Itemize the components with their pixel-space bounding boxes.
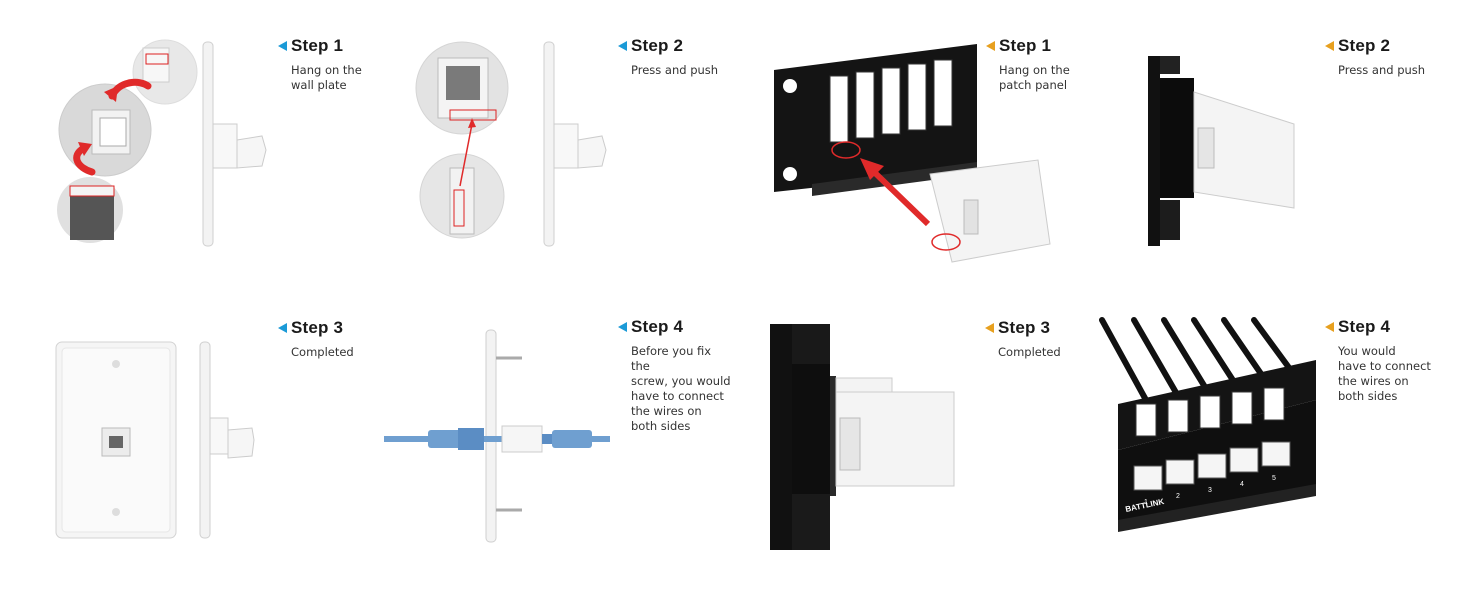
triangle-marker-icon <box>278 323 287 333</box>
step-title: Step 2 <box>1338 36 1391 55</box>
port-number-label: 1 <box>1144 499 1148 506</box>
step-wall-3: Step 3 Completed <box>278 317 391 360</box>
wall-plate-step4-illustration <box>384 329 610 543</box>
step-title: Step 3 <box>291 318 344 337</box>
triangle-marker-icon <box>986 41 995 51</box>
wall-plate-step3-panel: Step 3 Completed <box>0 300 366 600</box>
plug-heads <box>1135 387 1285 437</box>
step-panel-4: Step 4 You would have to connect the wir… <box>1325 316 1438 404</box>
wall-plate-step3-illustration <box>55 341 255 539</box>
triangle-marker-icon <box>618 41 627 51</box>
step-panel-1: Step 1 Hang on the patch panel <box>986 35 1099 93</box>
patch-panel-step3-panel: Step 3 Completed <box>732 300 1098 600</box>
triangle-marker-icon <box>618 322 627 332</box>
step-title: Step 2 <box>631 36 684 55</box>
patch-panel-step2-panel: Step 2 Press and push <box>1098 0 1464 300</box>
patch-panel-step3-illustration <box>770 324 955 550</box>
step-panel-3: Step 3 Completed <box>985 317 1098 360</box>
step-description: Completed <box>998 345 1061 359</box>
triangle-marker-icon <box>278 41 287 51</box>
step-panel-2: Step 2 Press and push <box>1325 35 1438 78</box>
step-description: Completed <box>291 345 354 359</box>
step-title: Step 1 <box>291 36 344 55</box>
step-wall-1: Step 1 Hang on the wall plate <box>278 35 391 93</box>
step-description: You would have to connect the wires on b… <box>1338 344 1431 403</box>
wall-plate-step2-illustration <box>415 41 607 247</box>
port-number-label: 2 <box>1176 493 1180 500</box>
port-number-label: 3 <box>1208 487 1212 494</box>
triangle-marker-icon <box>1325 322 1334 332</box>
step-title: Step 1 <box>999 36 1052 55</box>
wall-plate-step2-panel: Step 2 Press and push <box>366 0 732 300</box>
port-blocks <box>1133 441 1291 491</box>
step-description: Before you fix the screw, you would have… <box>631 344 731 433</box>
port-number-label: 4 <box>1240 481 1244 488</box>
port-number-label: 5 <box>1272 475 1276 482</box>
patch-panel-step2-illustration <box>1148 56 1295 246</box>
triangle-marker-icon <box>985 323 994 333</box>
patch-panel-step1-panel: Step 1 Hang on the patch panel <box>732 0 1098 300</box>
step-title: Step 3 <box>998 318 1051 337</box>
step-title: Step 4 <box>1338 317 1391 336</box>
step-description: Press and push <box>631 63 719 77</box>
step-title: Step 4 <box>631 317 684 336</box>
patch-panel-step1-illustration <box>774 44 1051 263</box>
triangle-marker-icon <box>1325 41 1334 51</box>
step-description: Hang on the wall plate <box>291 63 362 92</box>
wall-plate-step1-panel: Step 1 Hang on the wall plate <box>0 0 366 300</box>
wall-plate-step4-panel: Step 4 Before you fix the screw, you wou… <box>366 300 732 600</box>
step-description: Press and push <box>1338 63 1426 77</box>
port-numbers: 1 2 3 4 5 <box>1144 475 1276 506</box>
step-wall-4: Step 4 Before you fix the screw, you wou… <box>618 316 731 434</box>
step-description: Hang on the patch panel <box>999 63 1070 92</box>
wall-plate-step1-illustration <box>57 39 267 247</box>
step-wall-2: Step 2 Press and push <box>618 35 731 78</box>
